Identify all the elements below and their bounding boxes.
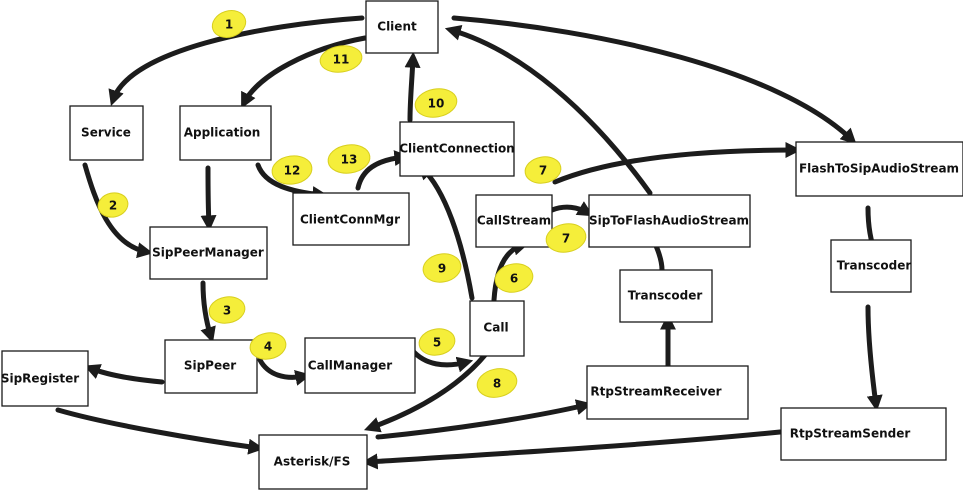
- step-badge-12-label: 12: [284, 164, 301, 178]
- step-badge-13: 13: [327, 144, 371, 174]
- step-badge-4: 4: [249, 332, 287, 360]
- node-rtp-stream-sender-label: RtpStreamSender: [790, 427, 911, 441]
- step-badge-3: 3: [208, 296, 246, 324]
- node-sip-peer-label: SipPeer: [184, 359, 236, 373]
- step-badge-13-label: 13: [341, 153, 358, 167]
- node-rtp-stream-receiver[interactable]: RtpStreamReceiver: [586, 365, 749, 420]
- arrow-callstream-to-siptoflash: [549, 201, 594, 217]
- arrow-sippeer-to-sipregister: [84, 364, 165, 385]
- step-badge-11-label: 11: [333, 53, 350, 67]
- node-service[interactable]: Service: [69, 105, 144, 161]
- node-client[interactable]: Client: [365, 0, 439, 54]
- node-client-conn-mgr-label: ClientConnMgr: [300, 213, 400, 227]
- step-badge-9-label: 9: [438, 262, 446, 276]
- step-badge-1: 1: [211, 10, 247, 38]
- node-client-connection-label: ClientConnection: [399, 142, 514, 156]
- arrow-sippeermanager-to-sippeer: [200, 280, 216, 344]
- step-badge-6-label: 6: [510, 272, 518, 286]
- node-sip-register-label: SipRegister: [1, 372, 79, 386]
- node-transcoder-mid-label: Transcoder: [628, 289, 703, 303]
- arrow-application-to-sippeermanager: [200, 165, 217, 232]
- step-badge-6: 6: [494, 263, 534, 293]
- node-call-manager[interactable]: CallManager: [304, 337, 416, 394]
- step-badge-3-label: 3: [223, 304, 231, 318]
- node-sip-peer-manager-label: SipPeerManager: [152, 246, 264, 260]
- node-sip-register[interactable]: SipRegister: [1, 350, 89, 407]
- step-badge-7b-label: 7: [562, 232, 570, 246]
- node-sip-to-flash-audio-stream[interactable]: SipToFlashAudioStream: [588, 194, 751, 248]
- node-application-label: Application: [184, 126, 261, 140]
- step-badge-1-label: 1: [225, 18, 233, 32]
- node-service-label: Service: [81, 126, 131, 140]
- step-badge-12: 12: [271, 155, 313, 185]
- node-sip-peer[interactable]: SipPeer: [164, 339, 258, 394]
- node-client-connection[interactable]: ClientConnection: [399, 121, 515, 177]
- arrow-client-to-application: [241, 35, 368, 109]
- step-badge-8-label: 8: [493, 377, 501, 391]
- step-badge-8: 8: [476, 368, 518, 398]
- step-badge-2-label: 2: [109, 199, 117, 213]
- node-rtp-stream-sender[interactable]: RtpStreamSender: [780, 407, 947, 461]
- node-asterisk-label: Asterisk/FS: [274, 455, 351, 469]
- node-transcoder-right-label: Transcoder: [837, 259, 912, 273]
- arrow-sipregister-to-asterisk: [55, 407, 265, 455]
- arrow-asterisk-to-rtpreceiver: [375, 399, 593, 440]
- arrow-transcoder-to-rtpsender: [865, 304, 883, 412]
- node-flash-to-sip-audio-stream-label: FlashToSipAudioStream: [799, 162, 959, 176]
- step-badge-10: 10: [414, 88, 458, 118]
- arrow-rtpsender-to-asterisk: [361, 429, 783, 470]
- node-call-label: Call: [483, 321, 508, 335]
- arrow-clientconnection-to-client: [404, 51, 421, 123]
- step-badge-11: 11: [319, 45, 363, 73]
- node-sip-peer-manager[interactable]: SipPeerManager: [149, 226, 268, 280]
- step-badge-5-label: 5: [433, 336, 441, 350]
- arrow-client-to-flashtosip: [451, 15, 857, 145]
- step-badge-10-label: 10: [428, 97, 445, 111]
- node-transcoder-mid[interactable]: Transcoder: [619, 269, 713, 323]
- step-badge-9: 9: [422, 253, 462, 283]
- arrow-service-to-sippeermanager: [82, 162, 154, 259]
- node-call[interactable]: Call: [469, 300, 525, 357]
- node-rtp-stream-receiver-label: RtpStreamReceiver: [590, 385, 721, 399]
- node-transcoder-right[interactable]: Transcoder: [830, 239, 912, 293]
- arrow-call-to-asterisk: [363, 352, 488, 433]
- node-call-stream-label: CallStream: [477, 214, 551, 228]
- arrow-sippeer-to-callmanager: [257, 357, 312, 386]
- arrow-callstream-to-flashtosip: [552, 142, 802, 185]
- arrow-clientconnmgr-to-clientconnection: [355, 150, 411, 191]
- step-badge-7b: 7: [545, 223, 587, 253]
- node-flash-to-sip-audio-stream[interactable]: FlashToSipAudioStream: [795, 141, 963, 197]
- node-sip-to-flash-audio-stream-label: SipToFlashAudioStream: [589, 214, 749, 228]
- arrow-client-to-service: [108, 15, 365, 107]
- step-badge-2: 2: [97, 192, 129, 218]
- node-asterisk[interactable]: Asterisk/FS: [258, 434, 368, 490]
- step-badge-7a: 7: [524, 156, 562, 184]
- node-application[interactable]: Application: [179, 105, 272, 161]
- step-badge-7a-label: 7: [539, 164, 547, 178]
- node-client-label: Client: [377, 20, 417, 34]
- node-client-conn-mgr[interactable]: ClientConnMgr: [292, 192, 410, 246]
- step-badge-4-label: 4: [264, 340, 272, 354]
- node-call-manager-label: CallManager: [308, 359, 393, 373]
- step-badge-5: 5: [418, 328, 456, 356]
- node-call-stream[interactable]: CallStream: [475, 194, 553, 248]
